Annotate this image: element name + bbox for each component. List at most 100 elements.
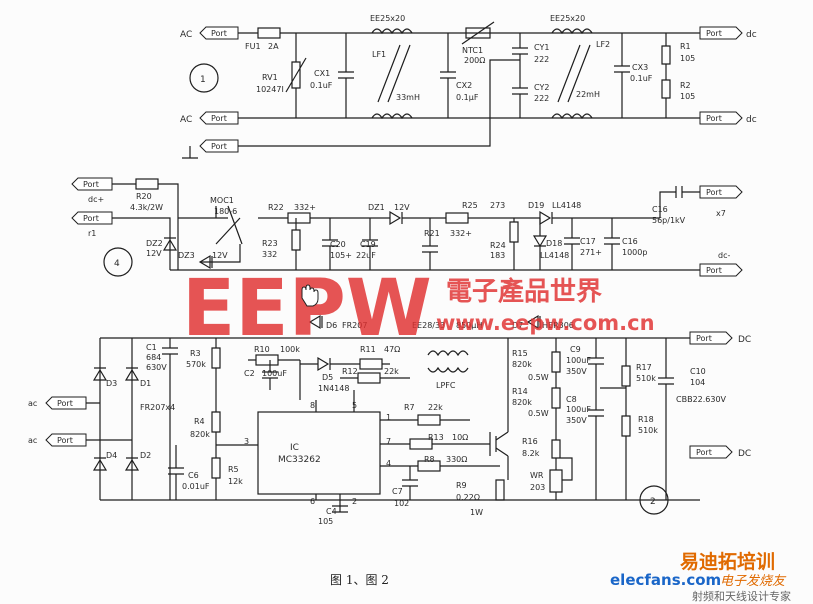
r20-ref: R20: [136, 192, 152, 201]
branding: 易迪拓培训 elecfans.com 电子发烧友 射频和天线设计专家: [610, 550, 791, 603]
port-x7: Port: [699, 185, 743, 199]
lf1-coil-bottom: [371, 113, 413, 120]
port-ac-2: Port: [199, 111, 239, 125]
dz3-value: 12V: [212, 251, 228, 260]
d2-ref: D2: [140, 451, 151, 460]
eepw-chinese: 電子產品世界: [446, 276, 602, 307]
r15-power: 0.5W: [528, 373, 549, 382]
r12-ref: R12: [342, 367, 358, 376]
out-x7-label: x7: [716, 209, 726, 218]
r2-value: 105: [680, 92, 695, 101]
c19-value: 22uF: [356, 251, 376, 260]
c16-ref: C16: [622, 237, 638, 246]
rv1-ref: RV1: [262, 73, 278, 82]
dz1-ref: DZ1: [368, 203, 385, 212]
rv1-value: 10247I: [256, 85, 284, 94]
ac-in-label-1: AC: [180, 30, 192, 40]
ic-pin-4: 4: [386, 459, 391, 468]
eepw-url: www.eepw.com.cn: [436, 311, 655, 335]
circuit-4-marker: [103, 247, 133, 277]
c4-value: 105: [318, 517, 333, 526]
r2-ref: R2: [680, 81, 691, 90]
fuse-label: FU1: [245, 42, 261, 51]
r20-symbol: [135, 178, 159, 190]
training-logo: 易迪拓培训: [680, 550, 775, 573]
cx2-value: 0.1μF: [456, 93, 479, 102]
cy2-value: 222: [534, 94, 549, 103]
ic-pin-7: 7: [386, 437, 391, 446]
c19-ref: C19: [360, 240, 376, 249]
port-label: Port: [83, 180, 99, 189]
fuse-value: 2A: [268, 42, 279, 51]
port-dc-out-2: Port: [699, 111, 743, 125]
cx1-ref: CX1: [314, 69, 330, 78]
c10-voltage: CBB22.630V: [676, 395, 727, 404]
c17-value: 271+: [580, 248, 602, 257]
dz2-value: 12V: [146, 249, 162, 258]
c6-ref: C6: [188, 471, 199, 480]
c2-ref: C2: [244, 369, 255, 378]
r22-ref: R22: [268, 203, 284, 212]
ic-body: [257, 411, 381, 495]
ic-pin-6: 6: [310, 497, 315, 506]
r1-in-label: r1: [88, 229, 96, 238]
circuit-1-emi-filter: AC AC Port Port Port FU1 2A RV1 10247I C…: [180, 14, 757, 159]
ic-pin-1: 1: [386, 413, 391, 422]
elecfans-tagline: 电子发烧友: [720, 574, 787, 589]
r14-value: 820k: [512, 398, 532, 407]
ac-in-label-2: AC: [180, 115, 192, 125]
lpfc-ref: LPFC: [436, 381, 456, 390]
c15-value: 56p/1kV: [652, 216, 686, 225]
d6-ref: D6: [326, 321, 337, 330]
figure-caption: 图 1、图 2: [330, 573, 389, 587]
c9-value: 100uF: [566, 356, 591, 365]
lf2-value: 22mH: [576, 90, 600, 99]
port-label: Port: [706, 114, 722, 123]
c10-value: 104: [690, 378, 705, 387]
ntc-symbol: [465, 27, 491, 39]
r21-ref: R21: [424, 229, 440, 238]
eepw-watermark: EEPW 電子產品世界 www.eepw.com.cn: [182, 264, 655, 354]
port-label: Port: [696, 448, 712, 457]
lf1-core: EE25x20: [370, 14, 405, 23]
r11-ref: R11: [360, 345, 376, 354]
fuse-symbol: [257, 27, 281, 39]
r1-ref: R1: [680, 42, 691, 51]
c20-value: 105+: [330, 251, 352, 260]
d7-value: HER306: [542, 321, 574, 330]
r3-value: 570k: [186, 360, 206, 369]
r8-symbol: [417, 460, 441, 472]
r12-value: 22k: [384, 367, 399, 376]
d3-ref: D3: [106, 379, 117, 388]
lpfc-core: EE28/33: [412, 321, 445, 330]
port-label: Port: [57, 436, 73, 445]
ic-pin-8: 8: [310, 401, 315, 410]
c1-ref: C1: [146, 343, 157, 352]
r17-value: 510k: [636, 374, 656, 383]
r17-ref: R17: [636, 363, 652, 372]
d6-value: FR207: [342, 321, 367, 330]
out-dcminus-label: dc-: [718, 251, 730, 260]
r13-ref: R13: [428, 433, 444, 442]
lf2-coil-bottom: [551, 113, 593, 120]
r21-value: 332+: [450, 229, 472, 238]
circuit-4-feedback: Port Port dc+ r1 R20 4.3k/2W MOC1 180-6 …: [71, 177, 743, 277]
cx3-ref: CX3: [632, 63, 648, 72]
port-label: Port: [211, 29, 227, 38]
r7-value: 22k: [428, 403, 443, 412]
c15-ref: C16: [652, 205, 668, 214]
bridge-type: FR207x4: [140, 403, 175, 412]
r12-symbol: [357, 372, 381, 384]
c7-ref: C7: [392, 487, 403, 496]
port-r1: Port: [71, 211, 113, 225]
dc-out-label-a: DC: [738, 335, 751, 345]
lf2-ref: LF2: [596, 40, 610, 49]
ntc-value: 200Ω: [464, 56, 485, 65]
r24-value: 183: [490, 251, 505, 260]
port-label: Port: [57, 399, 73, 408]
r25-symbol: [445, 212, 469, 224]
r4-ref: R4: [194, 417, 205, 426]
r25-ref: R25: [462, 201, 478, 210]
c1-voltage: 630V: [146, 363, 167, 372]
